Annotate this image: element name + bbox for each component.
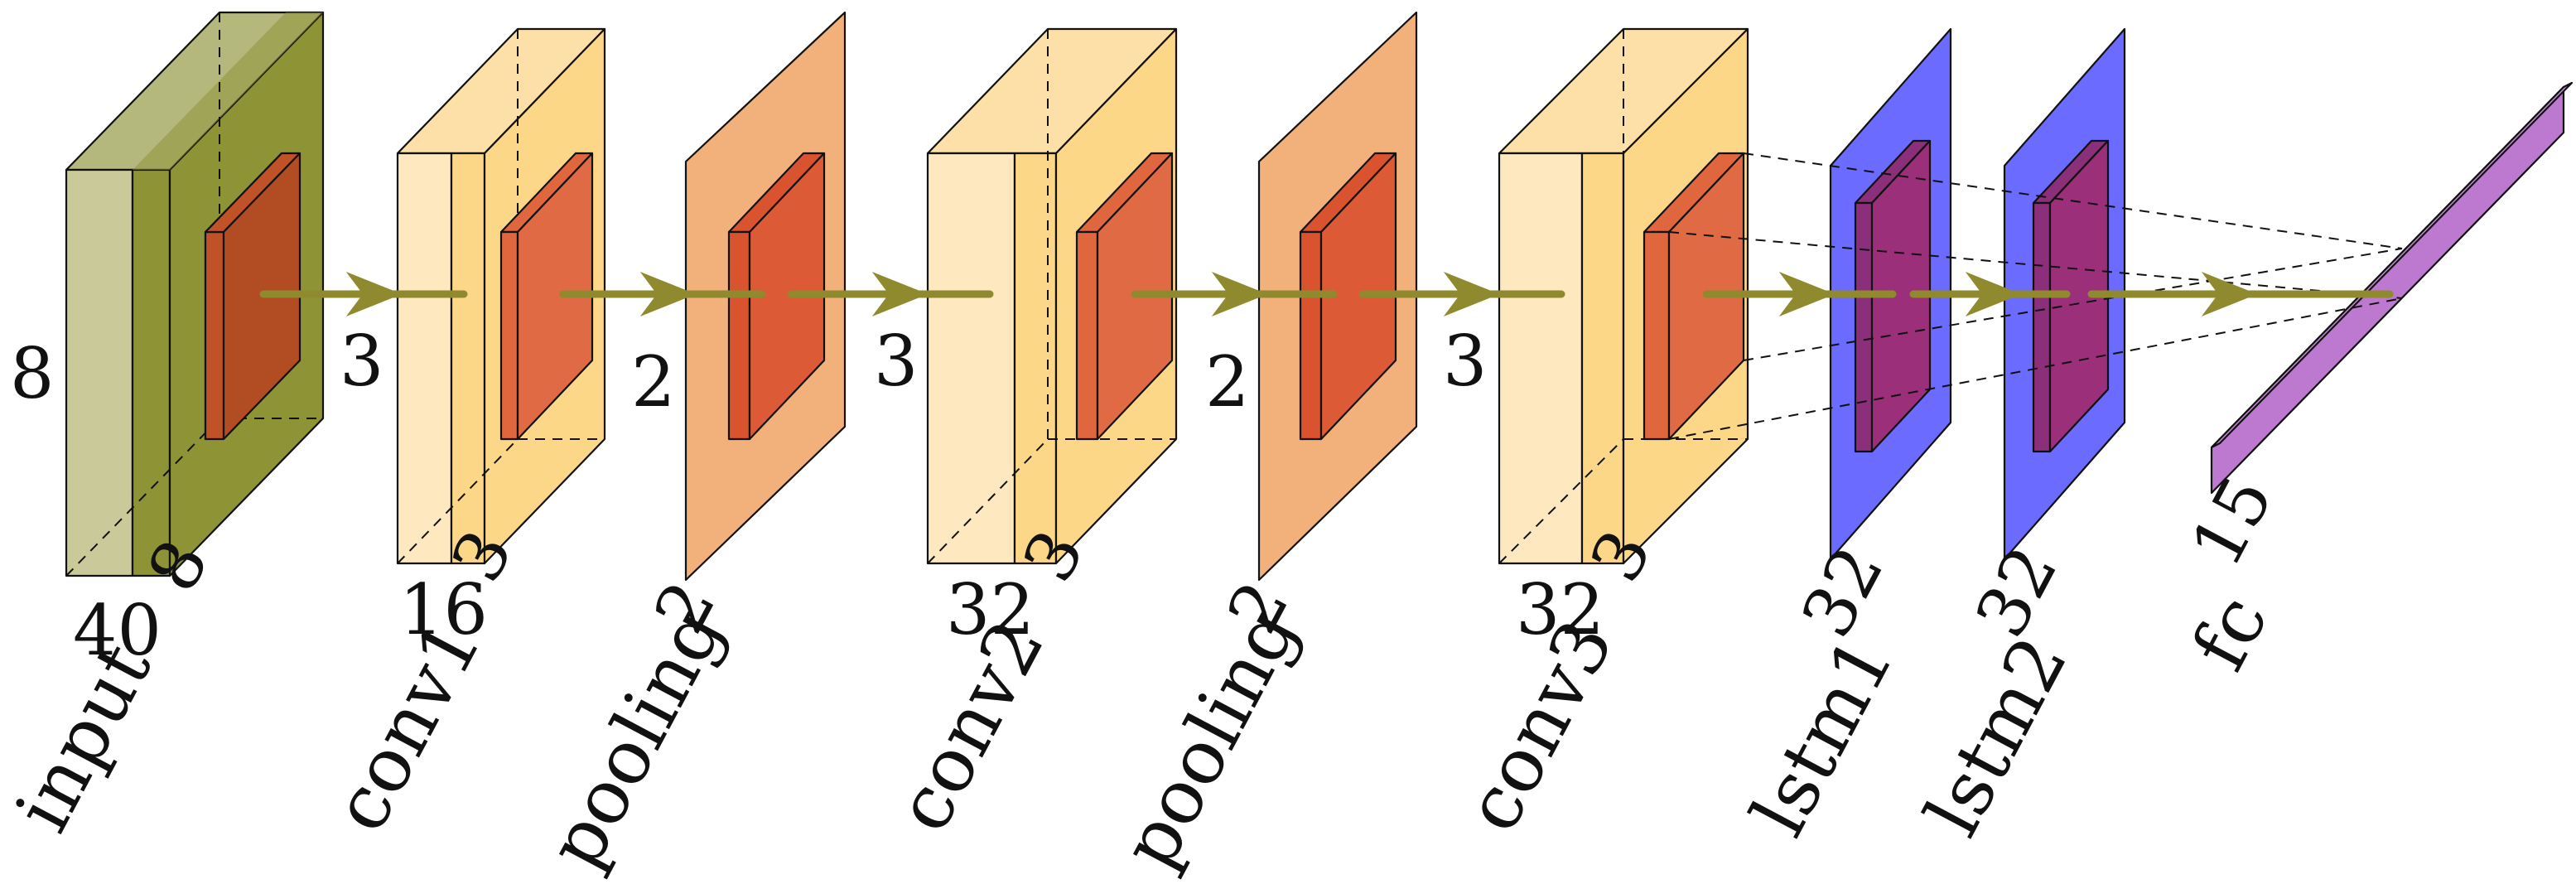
fc-face <box>2210 85 2565 495</box>
pooling2-dim-size: 2 <box>1205 341 1249 423</box>
conv1-front-mid <box>450 152 486 565</box>
fc-top <box>2210 81 2574 449</box>
input-kernel-edge <box>204 230 225 441</box>
conv1-label: conv1 <box>316 606 499 845</box>
conv1-kernel-face <box>516 152 594 441</box>
input-dim-height: 8 <box>10 333 54 414</box>
lstm1-kernel <box>1854 139 1932 453</box>
input-dim-width: 40 <box>73 590 162 671</box>
lstm2-kernel-edge <box>2032 201 2052 453</box>
pooling1-label: pooling <box>532 594 740 883</box>
lstm2-kernel-face <box>2048 139 2110 453</box>
pooling1-dim-size: 2 <box>631 341 675 423</box>
conv3-label: conv3 <box>1449 606 1631 845</box>
lstm1-kernel-edge <box>1854 201 1874 453</box>
projection-lines <box>1668 152 2403 440</box>
pooling1-kernel-face <box>748 152 826 441</box>
pooling2-kernel-face <box>1319 152 1397 441</box>
conv1-dim-filters: 16 <box>399 569 488 650</box>
lstm2-label: lstm2 <box>1909 623 2085 849</box>
pooling2-label: pooling <box>1106 594 1315 883</box>
conv3-dim-kernel: 3 <box>1443 321 1487 402</box>
input-kernel <box>204 152 301 441</box>
conv2-dim-filters: 32 <box>946 569 1035 650</box>
pooling2-kernel <box>1299 152 1397 441</box>
fc-label: fc <box>2176 582 2285 684</box>
input-block-front-light <box>65 168 134 577</box>
conv2-dim-kernel: 3 <box>874 321 918 402</box>
conv3-dim-filters: 32 <box>1516 569 1604 650</box>
conv3-kernel-edge <box>1643 230 1671 441</box>
pooling1-kernel <box>727 152 826 441</box>
conv2-kernel-edge <box>1075 230 1099 441</box>
conv1-dim-kernel: 3 <box>340 321 384 402</box>
conv2-front-light <box>926 152 1016 565</box>
input-block-front-dark <box>131 168 171 577</box>
conv3-front-light <box>1498 152 1584 565</box>
conv3-front-mid <box>1580 152 1625 565</box>
conv1-kernel <box>499 152 594 441</box>
conv2-front-mid <box>1013 152 1058 565</box>
layer-name-labels: input conv1 pooling conv2 pooling conv3 … <box>0 582 2285 882</box>
lstm1-label: lstm1 <box>1735 623 1911 849</box>
pooling2-kernel-edge <box>1299 230 1323 441</box>
input-block-top-shade <box>133 12 323 170</box>
conv1-kernel-edge <box>499 230 519 441</box>
conv1-front-light <box>396 152 453 565</box>
fc-bar <box>2210 81 2574 495</box>
fc-dim-units: 15 <box>2175 463 2289 579</box>
conv2-label: conv2 <box>880 606 1062 845</box>
pooling1-kernel-edge <box>727 230 751 441</box>
input-label: input <box>0 630 168 845</box>
